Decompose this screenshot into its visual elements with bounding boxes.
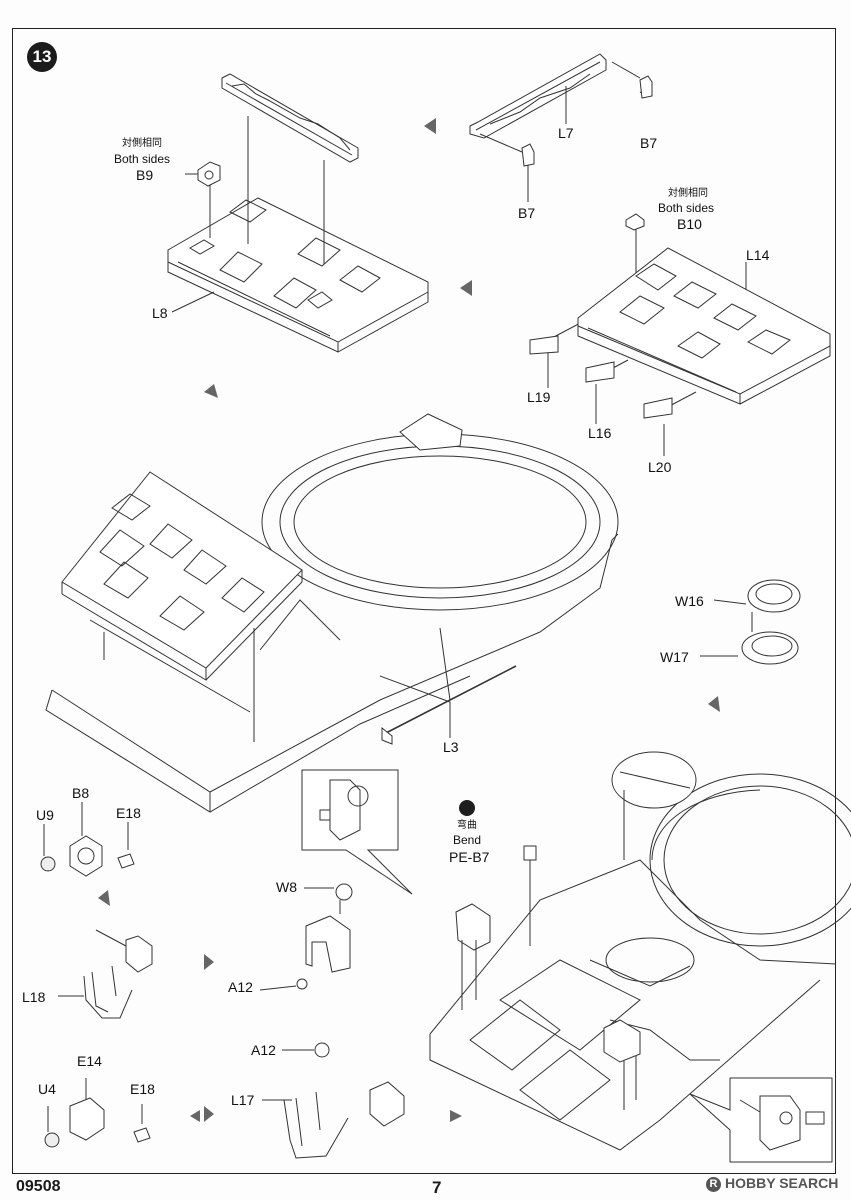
bend-cn-label: 弯曲 [457,820,477,831]
watermark-logo-icon: R [706,1176,721,1192]
part-label-e18-upper: E18 [116,805,141,821]
part-label-l17: L17 [231,1092,255,1108]
part-label-u4: U4 [38,1081,56,1097]
part-label-a12-upper: A12 [228,979,253,995]
bottom-right-fittings [455,790,641,1110]
bottom-left-l18-group [58,929,153,1019]
middle-turret-ring [261,413,619,611]
part-label-l8: L8 [152,305,168,321]
both-sides-en-label-2: Both sides [658,201,715,215]
middle-l3-rod [379,627,517,745]
middle-hull-body [45,533,619,813]
both-sides-en-label-1: Both sides [114,152,171,166]
bottom-right-hull [429,859,837,1151]
bottom-left-e14-group [44,1078,151,1148]
part-label-w8: W8 [276,879,297,895]
part-label-l18: L18 [22,989,46,1005]
part-label-w17: W17 [660,649,689,665]
step-number-badge: 13 [27,42,57,72]
top-left-b9-part [197,161,221,187]
top-right-plate [577,247,831,405]
both-sides-cn-label-1: 対側相同 [122,138,162,149]
detail-callout-bottom-right [689,1077,833,1163]
page-number: 7 [432,1178,442,1197]
l17-group [262,1042,405,1159]
flow-arrows [98,118,720,1122]
part-label-u9: U9 [36,807,54,823]
part-label-b7-lower: B7 [518,205,536,221]
middle-plate [61,471,303,681]
part-label-l14: L14 [746,247,770,263]
middle-leader-lines [103,628,255,742]
w8-a12-group [259,883,353,991]
part-label-pe-b7: PE-B7 [449,849,490,865]
part-label-w16: W16 [675,593,704,609]
top-left-plate [167,197,429,353]
part-label-e18-lower: E18 [130,1081,155,1097]
detail-callout-middle [301,769,413,895]
part-label-l7: L7 [558,125,574,141]
bottom-right-turret-ring [611,751,851,947]
top-right-small-plates [529,335,673,419]
top-right-b10-part [625,213,645,231]
part-label-l16: L16 [588,425,612,441]
part-label-l3: L3 [443,739,459,755]
top-right-rail-part [469,53,607,139]
part-label-e14: E14 [77,1053,102,1069]
top-right-leader-lines [479,61,747,456]
part-label-l20: L20 [648,459,672,475]
watermark-text: HOBBY SEARCH [725,1175,839,1191]
part-label-l19: L19 [527,389,551,405]
both-sides-cn-label-2: 対側相同 [668,188,708,199]
top-left-rail-part [221,73,359,163]
part-label-b9: B9 [136,167,154,183]
bend-en-label: Bend [453,833,482,847]
part-label-b7-upper: B7 [640,135,658,151]
part-label-a12-lower: A12 [251,1042,276,1058]
part-label-b10: B10 [677,216,702,232]
kit-number: 09508 [16,1178,61,1195]
top-right-b7-parts [521,75,653,167]
bottom-left-b8-group [40,802,135,877]
part-label-b8: B8 [72,785,90,801]
hatch-parts [700,579,801,665]
bend-icon [459,800,475,816]
step-frame [12,28,836,1174]
